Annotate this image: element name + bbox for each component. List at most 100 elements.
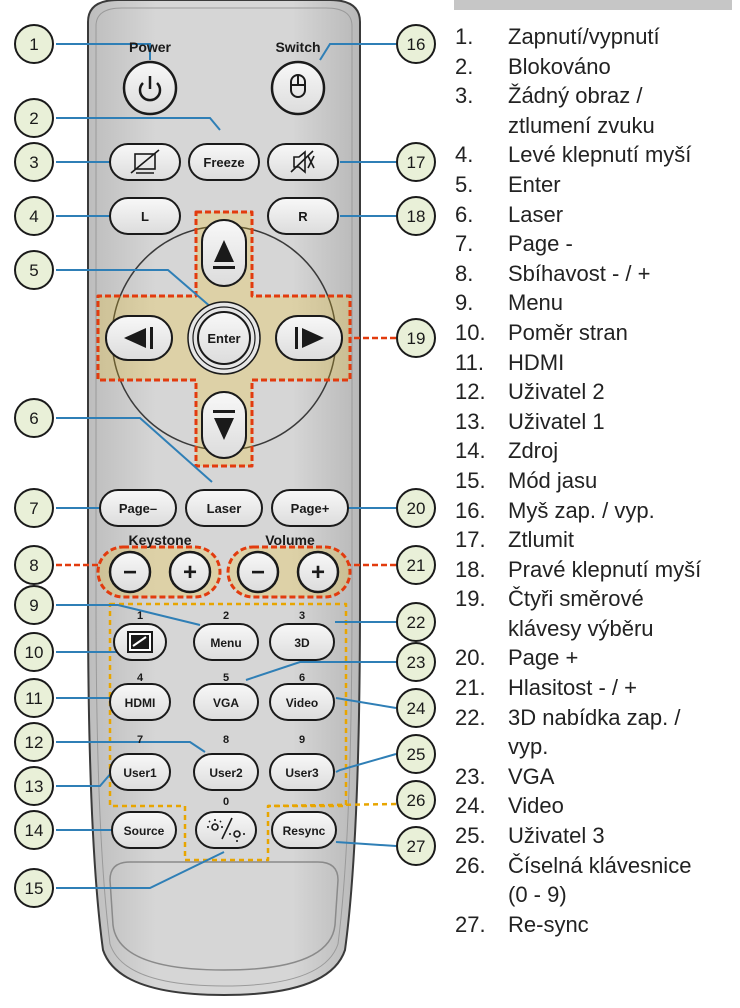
left-button[interactable] (105, 315, 173, 361)
callout-12: 12 (14, 722, 54, 762)
svg-text:1: 1 (29, 35, 38, 54)
svg-text:18: 18 (407, 207, 426, 226)
legend-item-text: Zapnutí/vypnutí (508, 24, 660, 49)
keypad-digits: 1 2 3 4 5 6 7 8 9 0 (137, 610, 305, 808)
legend-item-text: Laser (508, 201, 564, 227)
3d-button[interactable]: 3D (269, 623, 335, 661)
legend-item: 14.Zdroj (450, 436, 740, 466)
legend-item-text: Hlasitost - / + (508, 675, 637, 701)
legend-item: 13. Uživatel 1 (450, 407, 740, 437)
digit-1: 1 (137, 610, 143, 622)
digit-0: 0 (223, 796, 229, 808)
legend-item: 24.Video (450, 791, 740, 821)
laser-button[interactable]: Laser (185, 489, 263, 527)
video-button[interactable]: Video (269, 683, 335, 721)
aspect-ratio-button[interactable] (113, 623, 167, 661)
power-icon (138, 76, 162, 102)
legend-item-text: VGA (508, 763, 555, 789)
volume-plus-button[interactable]: + (296, 550, 340, 594)
callout-5: 5 (14, 250, 54, 290)
brightness-mode-button[interactable] (195, 811, 257, 849)
legend-item: vyp. (450, 732, 740, 762)
callout-26: 26 (396, 780, 436, 820)
svg-text:7: 7 (29, 499, 38, 518)
page-up-button[interactable]: Page+ (271, 489, 349, 527)
legend-item-number: 2. (455, 53, 474, 79)
svg-text:22: 22 (407, 613, 426, 632)
legend-item-text: Menu (508, 290, 564, 316)
user2-button[interactable]: User2 (193, 753, 259, 791)
keystone-plus-button[interactable]: + (168, 550, 212, 594)
svg-text:20: 20 (407, 499, 426, 518)
svg-text:2: 2 (29, 109, 38, 128)
down-button[interactable] (201, 391, 247, 459)
freeze-label: Freeze (203, 155, 244, 170)
legend-item: 20.Page + (450, 643, 740, 673)
mute-button[interactable] (267, 143, 339, 181)
legend-item-number: 26. (455, 852, 486, 878)
legend-item: 19.Čtyři směrové (450, 584, 740, 614)
freeze-button[interactable]: Freeze (188, 143, 260, 181)
source-button[interactable]: Source (111, 811, 177, 849)
enter-button[interactable]: Enter (187, 301, 261, 375)
user1-button[interactable]: User1 (109, 753, 171, 791)
menu-button[interactable]: Menu (193, 623, 259, 661)
legend-item-number: 5. (455, 171, 474, 197)
callout-21: 21 (396, 545, 436, 585)
vga-button[interactable]: VGA (193, 683, 259, 721)
legend-item-text: 3D nabídka zap. / (508, 704, 681, 730)
left-arrow-icon (124, 328, 146, 348)
svg-text:19: 19 (407, 329, 426, 348)
svg-text:3: 3 (29, 153, 38, 172)
aspect-ratio-icon (127, 631, 153, 653)
digit-7: 7 (137, 734, 143, 746)
switch-button[interactable] (270, 60, 326, 116)
user3-button[interactable]: User3 (269, 753, 335, 791)
remote-body-inner-edge (95, 7, 353, 987)
legend-item: 18.Pravé klepnutí myší (450, 555, 740, 585)
callout-1: 1 (14, 24, 54, 64)
legend-item-number: 17. (455, 527, 486, 553)
legend-item-number: 9. (455, 290, 474, 316)
hdmi-button[interactable]: HDMI (109, 683, 171, 721)
legend-item-number: 12. (455, 379, 486, 405)
power-button[interactable] (122, 60, 178, 116)
3d-label: 3D (294, 636, 310, 650)
legend-item-number: 11. (455, 349, 484, 375)
keystone-plus-label: + (183, 559, 197, 586)
volume-minus-button[interactable]: − (236, 550, 280, 594)
callout-4: 4 (14, 196, 54, 236)
svg-text:4: 4 (29, 207, 38, 226)
up-button[interactable] (201, 219, 247, 287)
legend-item: 3.Žádný obraz / (450, 81, 740, 111)
legend-item: 23.VGA (450, 762, 740, 792)
right-click-button[interactable]: R (267, 197, 339, 235)
down-arrow-icon (214, 418, 234, 440)
legend-item-number: 16. (455, 497, 486, 523)
keystone-minus-button[interactable]: − (108, 550, 152, 594)
legend-item: 21.Hlasitost - / + (450, 673, 740, 703)
user3-label: User3 (285, 766, 319, 780)
up-arrow-icon (214, 240, 234, 262)
remote-bottom-panel (109, 861, 339, 971)
svg-text:17: 17 (407, 153, 426, 172)
digit-3: 3 (299, 610, 305, 622)
legend-item-number: 13. (455, 408, 486, 434)
mute-icon (290, 150, 315, 174)
legend-item: 9. Menu (450, 288, 740, 318)
resync-button[interactable]: Resync (271, 811, 337, 849)
page-down-button[interactable]: Page– (99, 489, 177, 527)
av-mute-button[interactable] (109, 143, 181, 181)
legend-item-text: Žádný obraz / (508, 83, 643, 109)
svg-text:14: 14 (25, 821, 44, 840)
legend-item-text: Uživatel 1 (508, 408, 605, 434)
callout-6: 6 (14, 398, 54, 438)
svg-text:13: 13 (25, 777, 44, 796)
svg-text:6: 6 (29, 409, 38, 428)
right-button[interactable] (275, 315, 343, 361)
legend-item-text: Enter (508, 171, 561, 197)
left-click-button[interactable]: L (109, 197, 181, 235)
volume-plus-label: + (311, 559, 325, 586)
callout-20: 20 (396, 488, 436, 528)
